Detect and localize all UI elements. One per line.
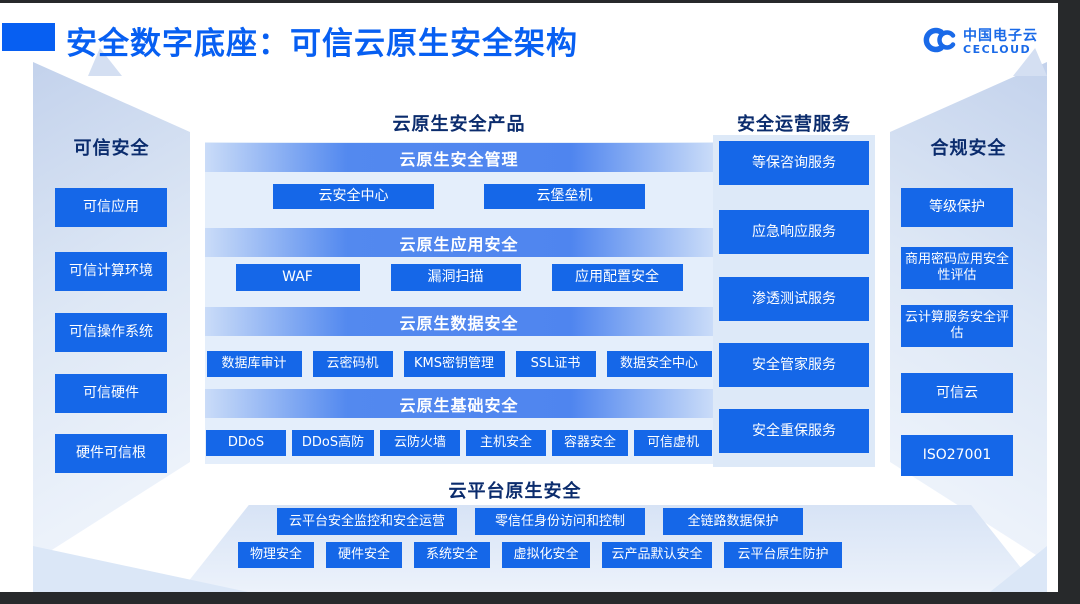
node-system-security: 系统安全: [414, 542, 490, 568]
logo-name-cn: 中国电子云: [963, 27, 1038, 44]
node-trusted-cloud: 可信云: [901, 373, 1013, 413]
title-accent-bar: [2, 23, 55, 51]
node-mlps-consulting-service: 等保咨询服务: [719, 141, 869, 185]
node-trusted-application: 可信应用: [55, 188, 167, 227]
frame-top-edge: [0, 0, 1080, 3]
node-security-butler-service: 安全管家服务: [719, 343, 869, 387]
frame-right-edge: [1058, 0, 1080, 604]
band-cloud-native-data-security: 云原生数据安全: [205, 307, 713, 336]
platform-node-row-2: 物理安全 硬件安全 系统安全 虚拟化安全 云产品默认安全 云平台原生防护: [100, 542, 980, 568]
platform-title: 云平台原生安全: [448, 481, 582, 502]
node-product-default-security: 云产品默认安全: [602, 542, 712, 568]
band-cloud-native-app-security: 云原生应用安全: [205, 228, 713, 257]
management-node-row: 云安全中心 云堡垒机: [205, 184, 713, 209]
node-physical-security: 物理安全: [238, 542, 314, 568]
node-trusted-os: 可信操作系统: [55, 313, 167, 352]
node-trusted-hardware: 可信硬件: [55, 374, 167, 413]
node-trusted-computing-env: 可信计算环境: [55, 252, 167, 291]
node-cloud-bastion-host: 云堡垒机: [484, 184, 645, 209]
node-commercial-crypto-assessment: 商用密码应用安全性评估: [901, 247, 1013, 289]
node-cloud-service-security-assessment: 云计算服务安全评估: [901, 305, 1013, 347]
node-full-link-data-protection: 全链路数据保护: [663, 508, 803, 535]
node-kms-key-management: KMS密钥管理: [403, 351, 505, 377]
logo-name-en: CECLOUD: [963, 42, 1032, 56]
node-app-config-security: 应用配置安全: [551, 264, 683, 291]
node-platform-monitoring-operations: 云平台安全监控和安全运营: [277, 508, 457, 535]
node-host-security: 主机安全: [466, 430, 546, 456]
band-cloud-native-security-management: 云原生安全管理: [205, 143, 713, 172]
node-ddos: DDoS: [206, 430, 286, 456]
cecloud-logo: 中国电子云 CECLOUD: [920, 26, 1038, 58]
node-cloud-hsm: 云密码机: [312, 351, 393, 377]
frame-bottom-edge: [0, 592, 1080, 604]
node-trusted-vm: 可信虚机: [634, 430, 712, 456]
node-penetration-test-service: 渗透测试服务: [719, 277, 869, 321]
app-security-node-row: WAF 漏洞扫描 应用配置安全: [205, 264, 713, 291]
node-hardware-root-of-trust: 硬件可信根: [55, 434, 167, 473]
node-key-event-security-service: 安全重保服务: [719, 409, 869, 453]
node-zero-trust-identity-access: 零信任身份访问和控制: [475, 508, 645, 535]
page-title: 安全数字底座：可信云原生安全架构: [66, 26, 578, 62]
node-hardware-security: 硬件安全: [326, 542, 402, 568]
node-classified-protection: 等级保护: [901, 188, 1013, 227]
node-virtualization-security: 虚拟化安全: [502, 542, 590, 568]
node-data-security-center: 数据安全中心: [606, 351, 712, 377]
node-iso27001: ISO27001: [901, 435, 1013, 476]
node-cloud-security-center: 云安全中心: [273, 184, 434, 209]
cecloud-logo-icon: [920, 26, 956, 58]
band-cloud-native-basic-security: 云原生基础安全: [205, 389, 713, 418]
compliance-column-title: 合规安全: [930, 138, 1007, 159]
node-ddos-protection: DDoS高防: [292, 430, 374, 456]
node-container-security: 容器安全: [552, 430, 628, 456]
node-waf: WAF: [235, 264, 360, 291]
data-security-node-row: 数据库审计 云密码机 KMS密钥管理 SSL证书 数据安全中心: [205, 351, 713, 377]
node-ssl-certificate: SSL证书: [515, 351, 596, 377]
node-vulnerability-scan: 漏洞扫描: [390, 264, 521, 291]
floor-right-triangle: [990, 546, 1047, 592]
platform-node-row-1: 云平台安全监控和安全运营 零信任身份访问和控制 全链路数据保护: [100, 508, 980, 535]
basic-security-node-row: DDoS DDoS高防 云防火墙 主机安全 容器安全 可信虚机: [205, 430, 713, 456]
services-column-title: 安全运营服务: [737, 114, 851, 135]
node-platform-native-protection: 云平台原生防护: [724, 542, 842, 568]
left-column-title: 可信安全: [73, 138, 150, 159]
node-database-audit: 数据库审计: [206, 351, 302, 377]
center-title: 云原生安全产品: [392, 114, 526, 135]
node-cloud-firewall: 云防火墙: [380, 430, 460, 456]
node-emergency-response-service: 应急响应服务: [719, 210, 869, 254]
